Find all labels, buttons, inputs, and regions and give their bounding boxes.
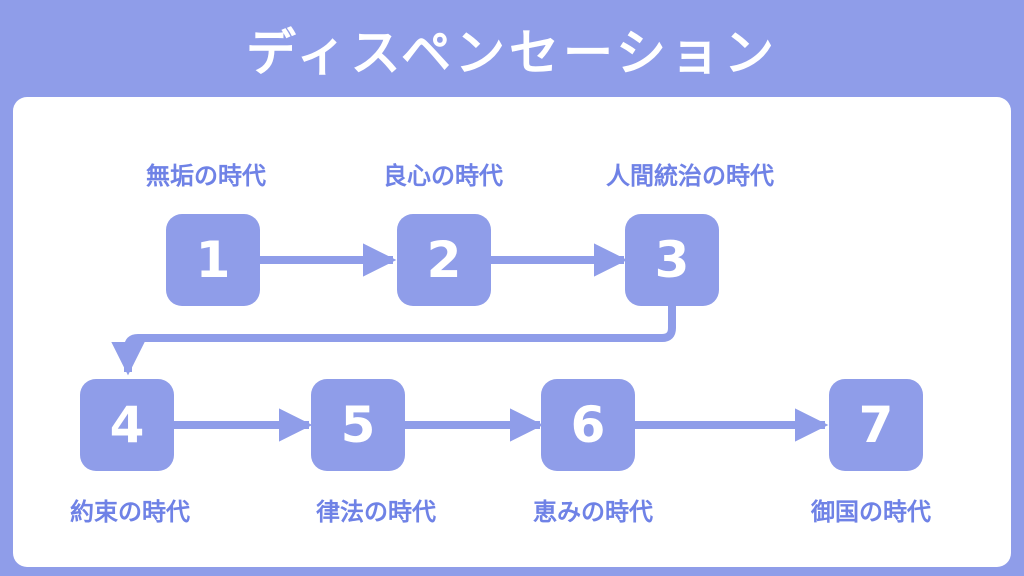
step-7-label: 御国の時代 xyxy=(811,498,931,526)
step-2-label: 良心の時代 xyxy=(383,162,503,190)
page-title: ディスペンセーション xyxy=(246,24,778,82)
step-3-label: 人間統治の時代 xyxy=(606,162,774,190)
step-1-box: 1 xyxy=(166,214,260,306)
arrow-3-to-4 xyxy=(111,306,676,376)
step-5-label: 律法の時代 xyxy=(316,498,436,526)
step-6-box: 6 xyxy=(541,379,635,471)
step-4-label: 約束の時代 xyxy=(70,498,190,526)
diagram-panel xyxy=(13,97,1011,567)
step-4-box: 4 xyxy=(80,379,174,471)
step-3-box: 3 xyxy=(625,214,719,306)
step-6-label: 恵みの時代 xyxy=(533,498,653,526)
step-2-box: 2 xyxy=(397,214,491,306)
step-5-box: 5 xyxy=(311,379,405,471)
step-1-label: 無垢の時代 xyxy=(146,162,266,190)
step-7-box: 7 xyxy=(829,379,923,471)
